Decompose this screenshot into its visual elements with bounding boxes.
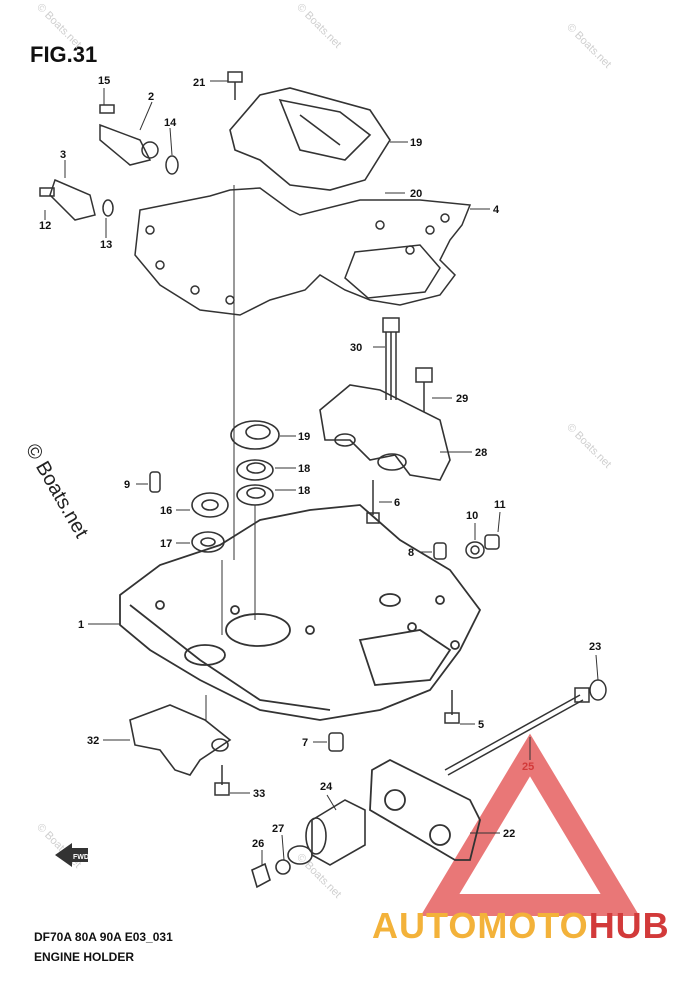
- callout-7: 7: [302, 737, 308, 749]
- bolt-5: [444, 690, 460, 724]
- callout-27: 26: [252, 838, 264, 850]
- bracket-32: [129, 704, 232, 776]
- callout-33: 33: [253, 788, 265, 800]
- callout-11: 11: [494, 499, 506, 511]
- washer-plug-10-11: [465, 534, 500, 559]
- callouts: 21 19 20 4 30 29 28 19 18 18 16 17 9 6 8…: [39, 75, 601, 850]
- callout-18b: 18: [298, 485, 310, 497]
- bolt-22: [227, 71, 243, 100]
- fitting-2-3: [39, 104, 179, 221]
- callout-22: 21: [193, 77, 205, 89]
- callout-25: 24: [320, 781, 333, 793]
- cover-20: [229, 87, 391, 191]
- callout-3: 3: [60, 149, 66, 161]
- callout-15: 15: [98, 75, 110, 87]
- callout-32: 32: [87, 735, 99, 747]
- pins-7-8-9: [149, 471, 447, 752]
- bolt-33: [214, 765, 230, 796]
- callout-21: 20: [410, 188, 422, 200]
- callout-19: 19: [298, 431, 310, 443]
- callout-13: 13: [100, 239, 112, 251]
- callout-5: 5: [478, 719, 484, 731]
- callout-10: 10: [466, 510, 478, 522]
- callout-16: 16: [160, 505, 172, 517]
- callout-29: 28: [475, 447, 487, 459]
- callout-30: 29: [456, 393, 468, 405]
- gasket-4: [134, 187, 472, 316]
- callout-9: 9: [124, 479, 130, 491]
- fwd-arrow-icon: FWD: [55, 843, 89, 867]
- callout-17: 17: [160, 538, 172, 550]
- bushing-25-27-28: [251, 799, 366, 889]
- callout-24: 23: [589, 641, 601, 653]
- bolt-6: [366, 480, 380, 524]
- callout-1: 1: [78, 619, 84, 631]
- svg-text:FWD: FWD: [73, 854, 89, 861]
- logo-part-hub: HUB: [588, 905, 670, 946]
- callout-18a: 18: [298, 463, 310, 475]
- leader-lines: [44, 80, 599, 866]
- callout-12: 12: [39, 220, 51, 232]
- callout-4: 4: [493, 204, 500, 216]
- callout-6: 6: [394, 497, 400, 509]
- callout-20: 19: [410, 137, 422, 149]
- callout-28: 27: [272, 823, 284, 835]
- bolts-30-31: [382, 317, 433, 412]
- callout-14: 14: [164, 117, 177, 129]
- logo-wordmark: AUTOMOTOHUB: [372, 905, 670, 947]
- seals-18-19: [230, 420, 280, 506]
- mount-23: [369, 758, 481, 861]
- figure-code: DF70A 80A 90A E03_031: [34, 930, 173, 944]
- bracket-29: [319, 384, 451, 481]
- figure-title: FIG.31: [30, 42, 98, 67]
- logo-part-auto: AUTO: [372, 905, 478, 946]
- callout-26: 25: [522, 761, 534, 773]
- logo-triangle-icon: [420, 733, 640, 916]
- figure-name: ENGINE HOLDER: [34, 950, 135, 964]
- callout-2: 2: [148, 91, 154, 103]
- logo-part-moto: MOTO: [477, 905, 589, 946]
- callout-31: 30: [350, 342, 362, 354]
- callout-23: 22: [503, 828, 515, 840]
- engine-holder-1: [119, 504, 482, 721]
- callout-8: 8: [408, 547, 414, 559]
